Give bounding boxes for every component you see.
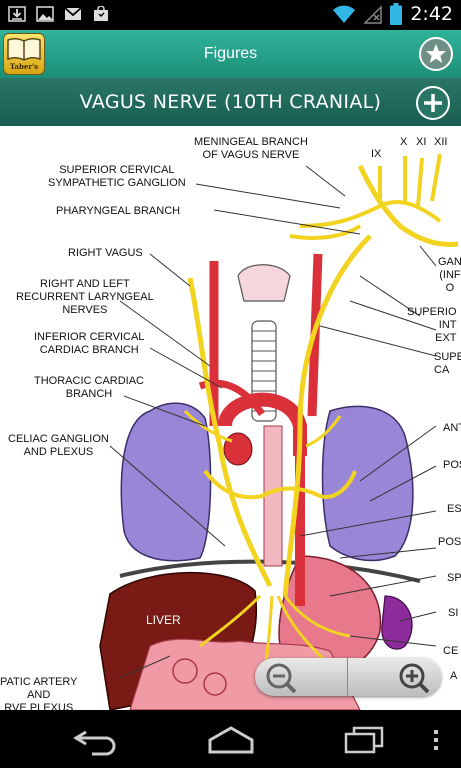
figure-title-bar (0, 78, 461, 126)
overflow-menu-icon[interactable] (430, 724, 442, 756)
zoom-in-icon (399, 663, 430, 694)
status-bar: 2:42 (0, 0, 461, 30)
battery-icon (390, 3, 403, 25)
app-bar (0, 30, 461, 78)
label-celiac-right: CE (443, 645, 459, 657)
system-icons: 2:42 (332, 3, 453, 25)
wifi-icon (333, 5, 356, 23)
app-bar-title: Figures (203, 45, 258, 62)
zoom-out-button[interactable] (255, 658, 347, 696)
gmail-icon (64, 7, 82, 20)
zoom-controls (255, 658, 441, 696)
favorite-button[interactable] (419, 37, 453, 71)
vagus-nerve-illustration (99, 153, 459, 710)
label-cn-ix: IX (371, 148, 382, 160)
zoom-divider (347, 658, 348, 696)
label-posterior-1: POS (443, 459, 461, 471)
star-icon (426, 44, 446, 63)
add-icon (424, 94, 442, 112)
label-anterior: ANT (443, 422, 461, 434)
download-icon (8, 6, 26, 22)
navigation-bar (0, 710, 461, 768)
label-liver: LIVER (146, 613, 181, 627)
label-a: A (450, 670, 458, 682)
label-splenic: SP (447, 572, 461, 584)
recent-apps-icon[interactable] (342, 724, 386, 756)
back-icon[interactable] (72, 724, 120, 756)
no-signal-icon (364, 5, 383, 24)
figure-title: VAGUS NERVE (10TH CRANIAL) (79, 91, 382, 113)
logo-text: Taber's (9, 62, 39, 71)
label-right-vagus: RIGHT VAGUS (68, 247, 143, 259)
add-button[interactable] (416, 86, 450, 120)
clock: 2:42 (410, 3, 453, 25)
notification-icons (8, 6, 110, 22)
label-cn-x: X (400, 136, 408, 148)
label-esophageal: ES (447, 503, 461, 515)
label-si: SI (448, 607, 459, 619)
zoom-in-button[interactable] (348, 658, 440, 696)
home-icon[interactable] (206, 724, 256, 756)
label-pharyngeal-branch: PHARYNGEAL BRANCH (56, 205, 181, 217)
label-posterior-2: POS (438, 536, 461, 548)
label-cn-xi: XI (416, 136, 427, 148)
zoom-out-icon (266, 663, 297, 694)
label-cn-xii: XII (434, 136, 448, 148)
tabers-logo[interactable]: Taber's (3, 33, 45, 75)
image-icon (36, 6, 54, 22)
shopping-bag-icon (94, 6, 108, 21)
book-icon (7, 37, 41, 61)
